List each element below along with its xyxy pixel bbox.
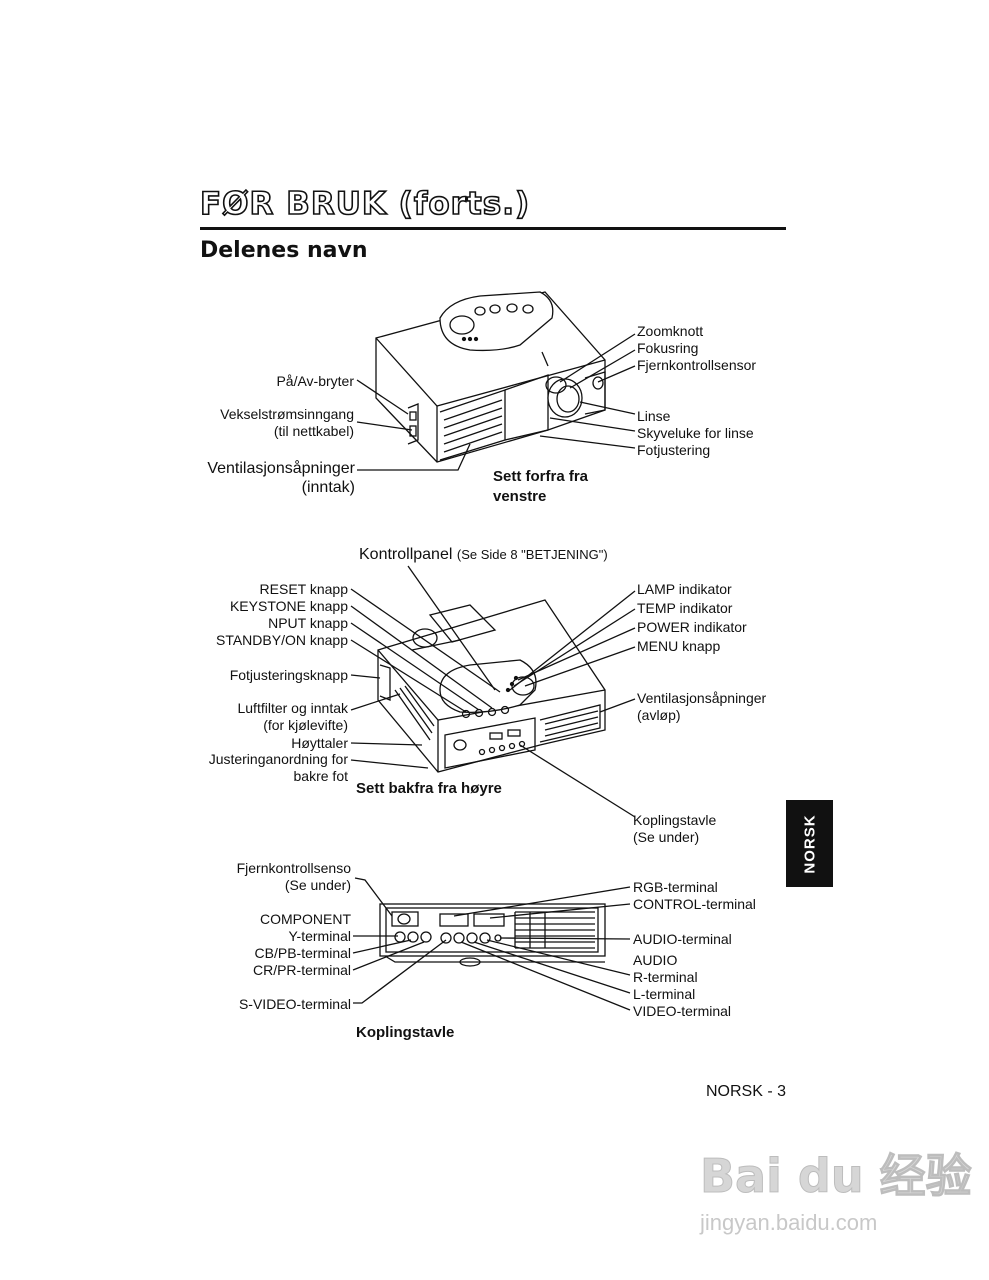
label-y-terminal: Y-terminal xyxy=(288,928,351,944)
watermark-logo: Bai du 经验 xyxy=(700,1149,973,1204)
label-vent-exhaust: Ventilasjonsåpninger xyxy=(637,690,767,706)
caption-front-line2: venstre xyxy=(493,488,547,505)
page-number: NORSK - 3 xyxy=(705,1083,786,1100)
label-r-terminal: R-terminal xyxy=(633,969,698,985)
watermark: Bai du 经验 jingyan.baidu.com xyxy=(700,1140,973,1236)
label-l-terminal: L-terminal xyxy=(633,986,696,1002)
label-filter: Luftfilter og inntak xyxy=(237,700,348,716)
label-menu: MENU knapp xyxy=(637,638,721,654)
label-lens: Linse xyxy=(637,408,671,424)
label-audio-terminal: AUDIO-terminal xyxy=(633,931,732,947)
label-standby: STANDBY/ON knapp xyxy=(215,632,348,648)
front-leader-lines xyxy=(356,333,636,471)
language-tab: NORSK xyxy=(786,800,833,887)
title-rule xyxy=(200,227,786,230)
label-ac-inlet: Vekselstrømsinngang xyxy=(220,406,354,422)
label-vent-intake-note: (inntak) xyxy=(301,479,355,496)
rear-leader-lines xyxy=(350,565,636,818)
label-video-terminal: VIDEO-terminal xyxy=(633,1003,732,1019)
watermark-url: jingyan.baidu.com xyxy=(700,1210,878,1235)
caption-rear: Sett bakfra fra høyre xyxy=(356,780,502,797)
language-tab-label: NORSK xyxy=(801,813,818,874)
connection-panel-illustration xyxy=(379,903,606,967)
label-cr-terminal: CR/PR-terminal xyxy=(252,962,351,978)
label-connection-panel-note: (Se under) xyxy=(633,829,700,845)
caption-front-line1: Sett forfra fra xyxy=(493,468,589,485)
label-temp: TEMP indikator xyxy=(637,600,733,616)
section-title: Delenes navn xyxy=(200,238,368,263)
label-focus: Fokusring xyxy=(637,340,699,356)
label-rear-foot: Justeringanordning for xyxy=(208,751,348,767)
connection-leader-lines xyxy=(352,877,631,1011)
caption-connection-panel: Koplingstavle xyxy=(356,1024,455,1041)
label-remote-sensor: Fjernkontrollsensor xyxy=(637,357,757,373)
label-control-panel: Kontrollpanel (Se Side 8 "BETJENING") xyxy=(359,546,608,563)
label-connection-panel: Koplingstavle xyxy=(633,812,717,828)
label-power-indicator: POWER indikator xyxy=(637,619,747,635)
label-vent-intake: Ventilasjonsåpninger xyxy=(207,460,355,477)
label-foot: Fotjustering xyxy=(637,442,711,458)
label-reset: RESET knapp xyxy=(259,581,348,597)
page-title: FØR BRUK (forts.) xyxy=(199,185,531,223)
label-lamp: LAMP indikator xyxy=(637,581,732,597)
label-control-terminal: CONTROL-terminal xyxy=(633,896,756,912)
label-vent-exhaust-note: (avløp) xyxy=(637,707,681,723)
label-remote-sensor-rear: Fjernkontrollsenso xyxy=(236,860,351,876)
label-filter-note: (for kjølevifte) xyxy=(263,717,348,733)
label-svideo-terminal: S-VIDEO-terminal xyxy=(238,996,351,1012)
label-component: COMPONENT xyxy=(260,911,351,927)
label-ac-inlet-note: (til nettkabel) xyxy=(273,423,354,439)
control-panel-name: Kontrollpanel xyxy=(359,546,453,563)
label-rear-foot-note: bakre fot xyxy=(293,768,348,784)
label-input: NPUT knapp xyxy=(268,615,348,631)
label-rgb-terminal: RGB-terminal xyxy=(633,879,718,895)
label-audio: AUDIO xyxy=(633,952,678,968)
label-remote-sensor-rear-note: (Se under) xyxy=(284,877,351,893)
label-power-switch: På/Av-bryter xyxy=(276,373,354,389)
label-foot-button: Fotjusteringsknapp xyxy=(229,667,348,683)
control-panel-ref: (Se Side 8 "BETJENING") xyxy=(456,547,608,562)
label-cb-terminal: CB/PB-terminal xyxy=(254,945,351,961)
label-lens-slide: Skyveluke for linse xyxy=(637,425,754,441)
label-zoom: Zoomknott xyxy=(637,323,704,339)
front-projector-illustration xyxy=(375,291,606,463)
label-speaker: Høyttaler xyxy=(291,735,348,751)
label-keystone: KEYSTONE knapp xyxy=(229,598,348,614)
